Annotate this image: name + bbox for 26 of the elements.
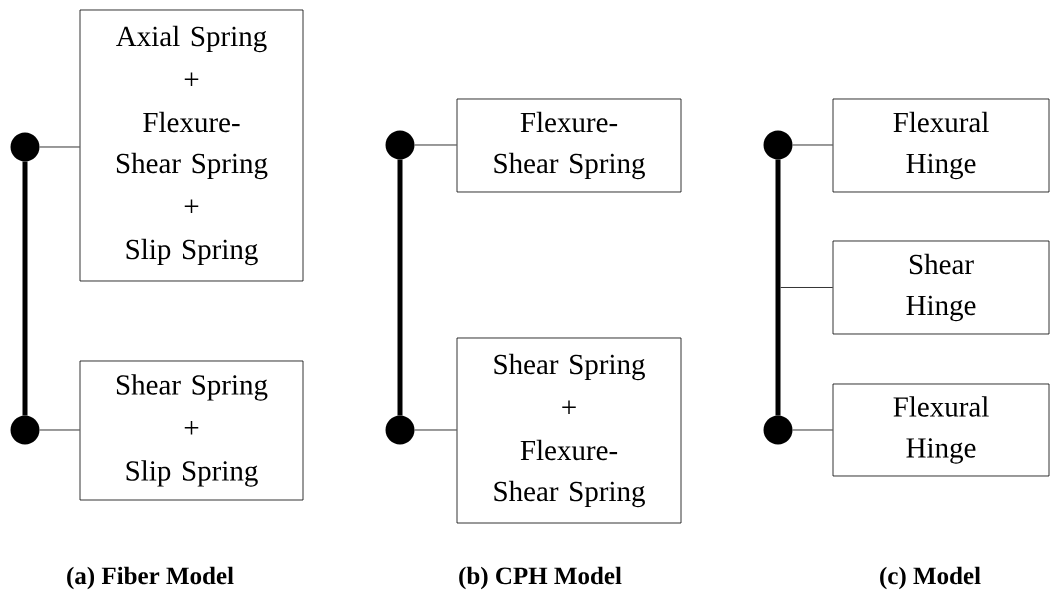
element-bar xyxy=(397,159,403,416)
end-dot xyxy=(10,415,40,445)
panel-caption: (a) Fiber Model xyxy=(67,566,234,590)
spring-box: Flexural Hinge xyxy=(832,98,1050,193)
connector-line xyxy=(39,429,80,431)
end-dot xyxy=(763,415,793,445)
spring-box: Shear Spring + Flexure- Shear Spring xyxy=(456,337,682,524)
connector-line xyxy=(780,287,833,288)
end-dot xyxy=(385,415,415,445)
connector-line xyxy=(792,144,833,146)
spring-box: Shear Hinge xyxy=(832,240,1050,335)
end-dot xyxy=(763,130,793,160)
panel-caption: (c) Model xyxy=(880,566,981,590)
connector-line xyxy=(39,146,80,148)
spring-box: Shear Spring + Slip Spring xyxy=(79,360,304,501)
spring-box: Flexure- Shear Spring xyxy=(456,98,682,193)
end-dot xyxy=(10,132,40,162)
connector-line xyxy=(414,429,457,431)
element-bar xyxy=(775,159,781,416)
connector-line xyxy=(792,429,833,431)
spring-box: Flexural Hinge xyxy=(832,383,1050,477)
end-dot xyxy=(385,130,415,160)
panel-caption: (b) CPH Model xyxy=(459,566,622,590)
element-bar xyxy=(22,161,28,416)
spring-box: Axial Spring + Flexure- Shear Spring + Slip Spring xyxy=(79,9,304,282)
connector-line xyxy=(414,144,457,146)
